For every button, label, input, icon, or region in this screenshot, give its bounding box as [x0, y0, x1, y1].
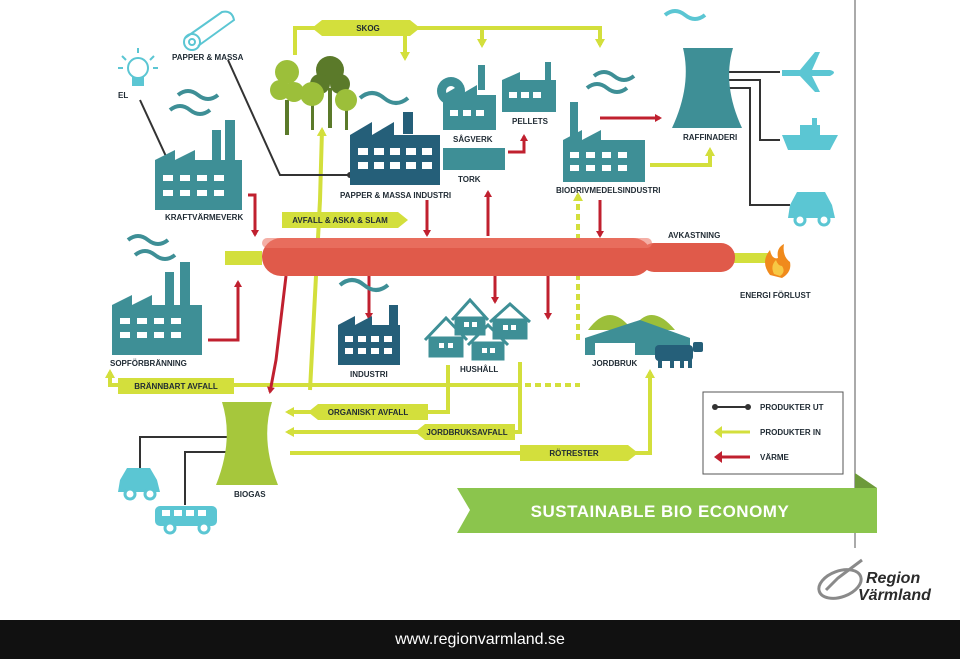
title-banner: SUSTAINABLE BIO ECONOMY	[457, 473, 877, 533]
paper-roll-icon	[183, 10, 236, 51]
lightbulb-icon	[118, 48, 158, 86]
biodrivmedelsindustri-factory-icon	[563, 70, 645, 182]
label-sopforbranning: SOPFÖRBRÄNNING	[110, 359, 187, 368]
flow-tag-rotrester: RÖTRESTER	[520, 445, 638, 461]
raffinaderi-cooling-tower-icon	[663, 9, 742, 128]
label-tork: TORK	[458, 175, 481, 184]
logo-line2: Värmland	[858, 587, 932, 604]
banner-title: SUSTAINABLE BIO ECONOMY	[531, 502, 790, 521]
flow-tag-organiskt-avfall: ORGANISKT AVFALL	[308, 404, 428, 420]
footer-url[interactable]: www.regionvarmland.se	[0, 620, 960, 659]
flow-label-skog: SKOG	[356, 24, 380, 33]
car-icon	[118, 468, 160, 501]
flow-label-brannbart-avfall: BRÄNNBART AVFALL	[134, 382, 218, 391]
papper-massa-industri-factory-icon	[350, 91, 440, 185]
label-biogas: BIOGAS	[234, 490, 266, 499]
label-jordbruk: JORDBRUK	[592, 359, 638, 368]
label-biodrivmedelsindustri: BIODRIVMEDELSINDUSTRI	[556, 186, 660, 195]
industri-factory-icon	[338, 278, 400, 365]
flow-label-avfall-aska-slam: AVFALL & ASKA & SLAM	[292, 216, 388, 225]
logo-line1: Region	[866, 570, 920, 587]
flow-tag-brannbart-avfall: BRÄNNBART AVFALL	[118, 378, 234, 394]
label-pellets: PELLETS	[512, 117, 549, 126]
label-avkastning: AVKASTNING	[668, 231, 720, 240]
kraftvarmeverk-factory-icon	[155, 89, 242, 210]
flow-label-jordbruksavfall: JORDBRUKSAVFALL	[426, 428, 507, 437]
sagverk-factory-icon	[437, 65, 505, 170]
legend-label-produkter-ut: PRODUKTER UT	[760, 403, 824, 412]
legend: PRODUKTER UT PRODUKTER IN VÄRME	[702, 391, 844, 475]
car-icon	[788, 192, 835, 227]
cow-icon	[655, 342, 703, 368]
label-kraftvarmeverk: KRAFTVÄRMEVERK	[165, 213, 243, 222]
pellets-factory-icon	[502, 62, 556, 112]
legend-label-produkter-in: PRODUKTER IN	[760, 428, 821, 437]
flow-tag-avfall-aska-slam: AVFALL & ASKA & SLAM	[282, 212, 408, 228]
flow-tag-skog: SKOG	[312, 20, 420, 36]
label-papper-massa-industri: PAPPER & MASSA INDUSTRI	[340, 191, 451, 200]
label-el: EL	[118, 91, 128, 100]
flow-label-organiskt-avfall: ORGANISKT AVFALL	[328, 408, 409, 417]
airplane-icon	[782, 52, 834, 92]
flow-label-rotrester: RÖTRESTER	[549, 449, 599, 458]
tree-icon	[270, 56, 357, 135]
legend-produkter-ut: PRODUKTER UT	[712, 403, 824, 412]
label-hushall: HUSHÅLL	[460, 365, 498, 374]
legend-varme: VÄRME	[714, 451, 790, 463]
flow-tag-jordbruksavfall: JORDBRUKSAVFALL	[415, 424, 515, 440]
legend-label-varme: VÄRME	[760, 453, 790, 462]
heat-flows	[208, 114, 662, 394]
label-sagverk: SÅGVERK	[453, 135, 493, 144]
ship-icon	[782, 118, 838, 150]
sopforbranning-factory-icon	[112, 234, 202, 355]
heat-pipe	[262, 238, 735, 276]
bus-icon	[155, 506, 217, 535]
label-papper-massa: PAPPER & MASSA	[172, 53, 244, 62]
legend-produkter-in: PRODUKTER IN	[714, 426, 821, 438]
house-windows	[439, 322, 516, 353]
label-energi-forlust: ENERGI FÖRLUST	[740, 291, 811, 300]
label-raffinaderi: RAFFINADERI	[683, 133, 737, 142]
label-industri: INDUSTRI	[350, 370, 388, 379]
region-varmland-logo: Region Värmland	[817, 558, 932, 604]
flame-icon	[765, 244, 791, 278]
biogas-cooling-tower-icon	[216, 402, 278, 485]
